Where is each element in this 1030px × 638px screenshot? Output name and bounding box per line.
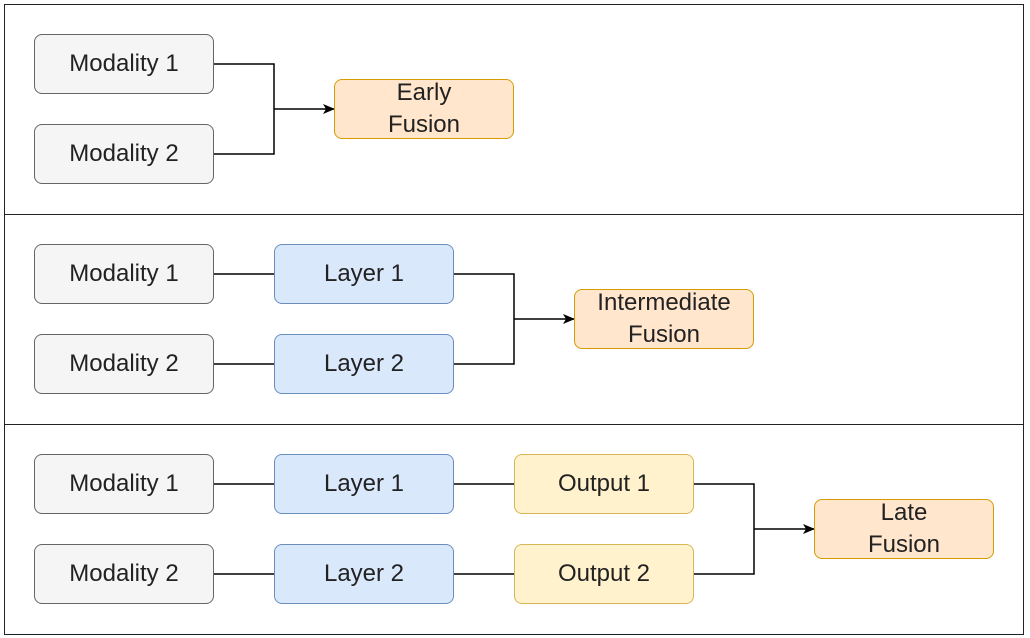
late-fusion-box: Late Fusion (814, 499, 994, 559)
late-modality-2-box: Modality 2 (34, 544, 214, 604)
late-output-1-box: Output 1 (514, 454, 694, 514)
intermediate-layer-1-box: Layer 1 (274, 244, 454, 304)
early-modality-2-box: Modality 2 (34, 124, 214, 184)
intermediate-modality-1-box: Modality 1 (34, 244, 214, 304)
late-modality-1-box: Modality 1 (34, 454, 214, 514)
intermediate-fusion-box: Intermediate Fusion (574, 289, 754, 349)
early-fusion-box: Early Fusion (334, 79, 514, 139)
late-output-2-box: Output 2 (514, 544, 694, 604)
late-layer-1-box: Layer 1 (274, 454, 454, 514)
intermediate-modality-2-box: Modality 2 (34, 334, 214, 394)
early-modality-1-box: Modality 1 (34, 34, 214, 94)
late-layer-2-box: Layer 2 (274, 544, 454, 604)
intermediate-layer-2-box: Layer 2 (274, 334, 454, 394)
